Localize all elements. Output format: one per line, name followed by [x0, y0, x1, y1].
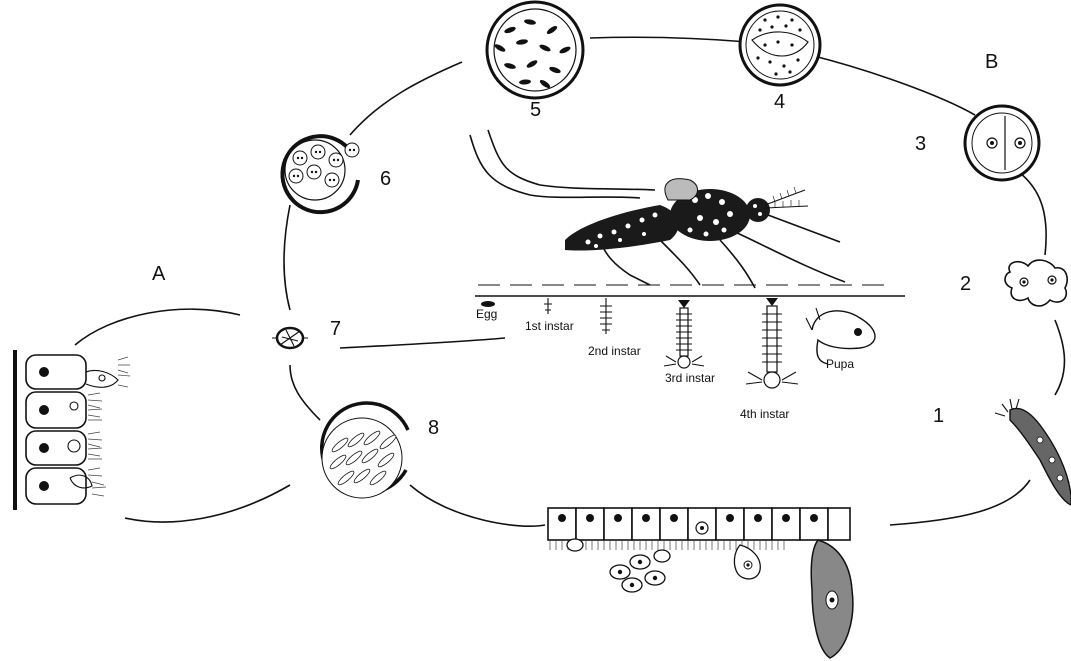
cell-1: 1	[933, 399, 1071, 505]
larval-stages: Egg 1st instar 2nd instar 3rd instar	[476, 298, 875, 421]
cycle-connector-lines	[75, 37, 1064, 526]
zygote-3: 3	[915, 106, 1039, 180]
cyst-6: 6	[282, 136, 391, 212]
label-first-instar: 1st instar	[525, 319, 574, 333]
first-instar-stage: 1st instar	[525, 298, 574, 333]
label-stage-8: 8	[428, 417, 439, 439]
organism-7: 7	[272, 318, 341, 348]
epithelium-A	[15, 350, 130, 510]
label-egg: Egg	[476, 307, 497, 321]
label-stage-3: 3	[915, 133, 926, 155]
label-third-instar: 3rd instar	[665, 371, 715, 385]
sporocyst-8: 8	[322, 403, 439, 498]
label-pupa: Pupa	[826, 357, 854, 371]
label-stage-7: 7	[330, 318, 341, 340]
third-instar-stage: 3rd instar	[664, 300, 715, 385]
oocyst-4: 4	[740, 5, 820, 113]
label-A: A	[152, 263, 166, 285]
label-stage-4: 4	[774, 91, 785, 113]
second-instar-stage: 2nd instar	[588, 298, 641, 358]
label-stage-6: 6	[380, 168, 391, 190]
pupa-stage: Pupa	[806, 308, 875, 371]
cell-2: 2	[960, 260, 1067, 306]
label-B: B	[985, 51, 998, 73]
label-stage-1: 1	[933, 405, 944, 427]
label-fourth-instar: 4th instar	[740, 407, 789, 421]
egg-stage: Egg	[476, 301, 497, 321]
label-stage-5: 5	[530, 99, 541, 121]
oocyst-5: 5	[487, 2, 583, 121]
midgut-epithelium	[548, 508, 853, 658]
fourth-instar-stage: 4th instar	[740, 298, 798, 421]
label-second-instar: 2nd instar	[588, 344, 641, 358]
water-surface	[475, 285, 905, 296]
mosquito-illustration	[470, 130, 845, 288]
label-stage-2: 2	[960, 273, 971, 295]
